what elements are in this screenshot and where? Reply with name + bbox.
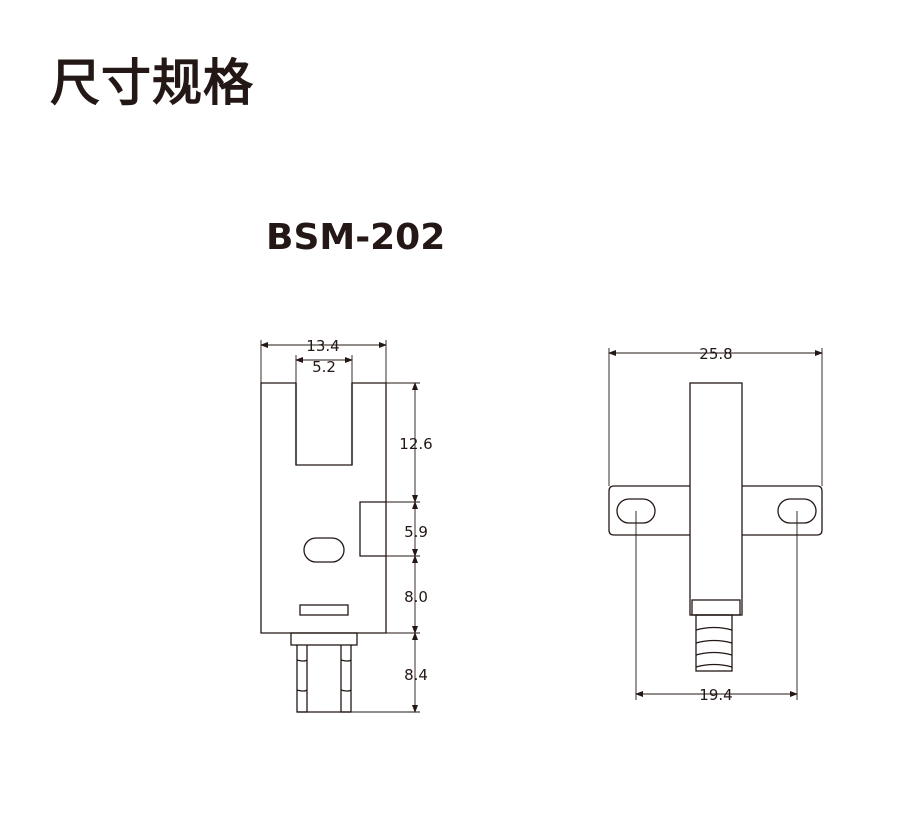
side-flange-right xyxy=(742,485,823,536)
dim-front-total-width: 13.4 xyxy=(306,337,339,355)
dim-front-lead-length: 8.4 xyxy=(404,666,428,684)
front-base xyxy=(290,632,358,646)
front-body-outline xyxy=(260,382,387,634)
dim-front-slot-width: 5.2 xyxy=(312,358,336,376)
dim-front-section-c: 8.0 xyxy=(404,588,428,606)
dim-front-section-b: 5.9 xyxy=(404,523,428,541)
front-window xyxy=(299,604,349,616)
front-oval-hole xyxy=(303,537,345,563)
front-lead-right xyxy=(340,645,352,713)
side-view: 25.8 19.4 xyxy=(608,345,823,704)
dim-front-slot-depth: 12.6 xyxy=(399,435,432,453)
side-connector xyxy=(695,614,733,672)
dim-side-total-width: 25.8 xyxy=(699,345,732,363)
front-side-recess xyxy=(359,501,386,557)
model-title: BSM-202 xyxy=(266,217,446,258)
side-body xyxy=(689,382,743,616)
page-title: 尺寸规格 xyxy=(50,54,254,112)
front-lead-left xyxy=(296,645,308,713)
front-view: 13.4 5.2 12.6 5.9 8.0 8.4 xyxy=(260,337,433,713)
side-flange-left xyxy=(608,485,690,536)
dim-side-hole-pitch: 19.4 xyxy=(699,686,732,704)
